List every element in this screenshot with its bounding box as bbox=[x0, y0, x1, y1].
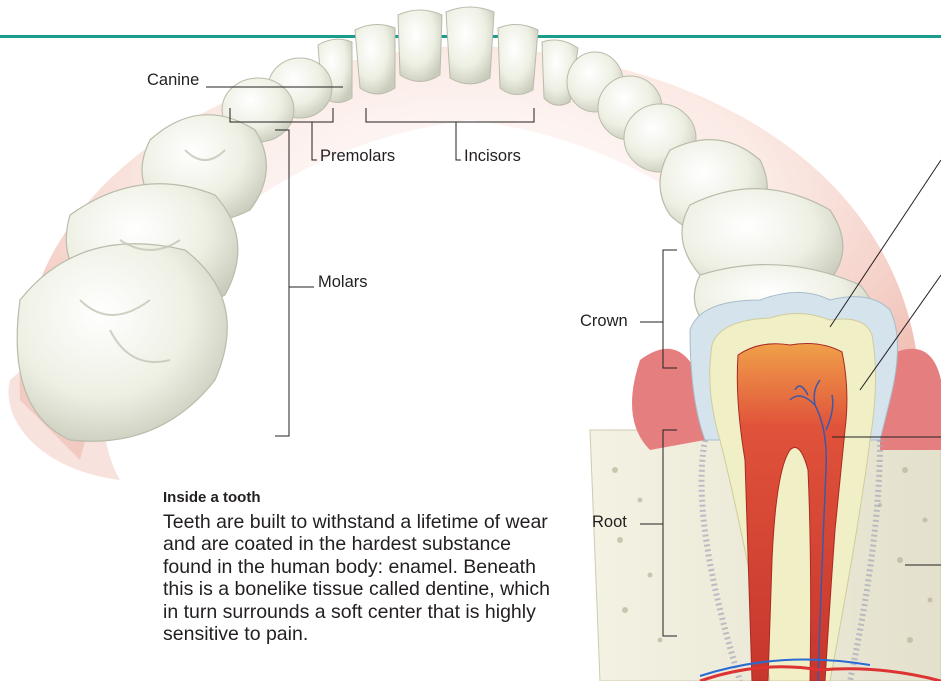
label-premolars: Premolars bbox=[320, 148, 395, 165]
tooth-cross-section bbox=[590, 293, 941, 681]
caption-body: Teeth are built to withstand a lifetime … bbox=[163, 511, 563, 646]
caption-fade bbox=[150, 664, 570, 681]
caption-title: Inside a tooth bbox=[163, 490, 563, 507]
caption-block: Inside a tooth Teeth are built to withst… bbox=[163, 490, 563, 646]
label-crown: Crown bbox=[580, 313, 628, 330]
label-root: Root bbox=[592, 514, 627, 531]
label-canine: Canine bbox=[147, 72, 199, 89]
label-molars: Molars bbox=[318, 274, 368, 291]
label-incisors: Incisors bbox=[464, 148, 521, 165]
